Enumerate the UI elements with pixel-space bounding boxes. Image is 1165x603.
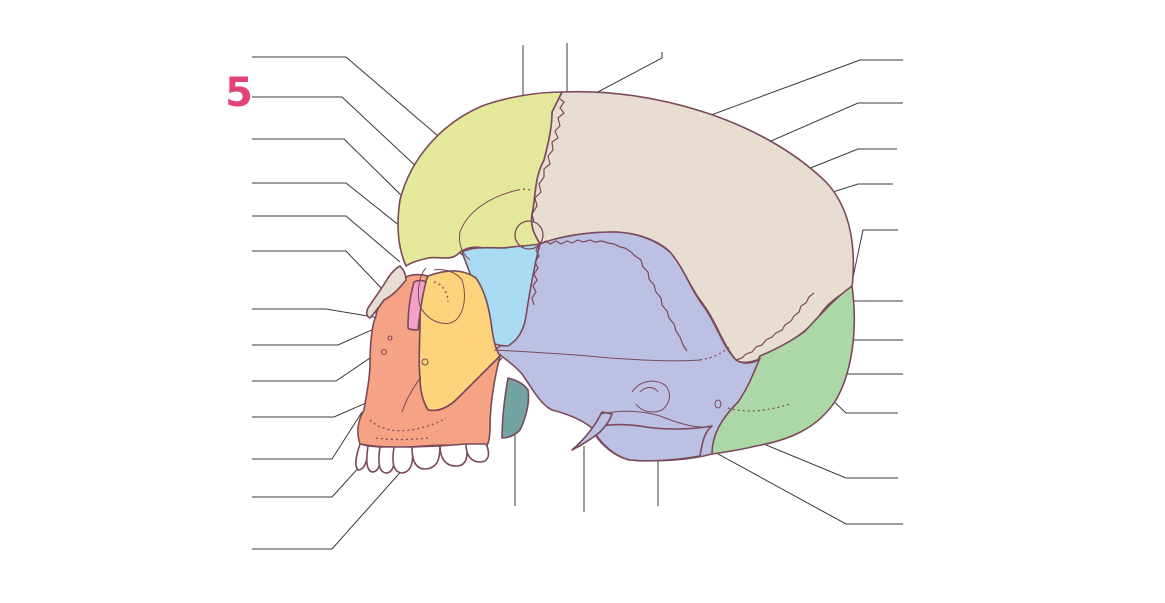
tooth (392, 446, 414, 474)
lambdoid-suture (735, 292, 815, 361)
figure-number-badge: 5 (225, 70, 253, 116)
infraorbital-foramen (381, 349, 387, 355)
external-acoustic-meatus (631, 380, 670, 413)
tooth (465, 443, 490, 463)
occipital-dotted (727, 403, 791, 412)
lacrimal-bone (407, 279, 427, 331)
skull-details (369, 91, 815, 441)
frontal-bone (397, 91, 563, 267)
skull-bones (357, 90, 856, 462)
mastoid-line (599, 410, 713, 428)
leader-line-nasion (252, 215, 401, 263)
leader-line-lambda (851, 229, 898, 283)
maxilla-dots (369, 417, 447, 432)
mastoid-foramen (714, 399, 722, 409)
squamosal-suture (539, 239, 688, 352)
styloid-process (571, 411, 613, 451)
ear-canal-inner (639, 387, 659, 393)
nasal-bone (365, 265, 407, 319)
temporal-dotted-line (699, 345, 731, 361)
maxilla-suture (401, 377, 421, 413)
tooth (439, 443, 468, 467)
pterygoid-plate (501, 377, 530, 439)
temporal-line-dotted (517, 188, 531, 191)
orbit-rim (417, 267, 465, 324)
zygomatic-arch (493, 349, 701, 362)
tooth (411, 445, 441, 470)
teeth (355, 443, 490, 474)
coronal-suture (531, 91, 565, 223)
maxilla-foramen (387, 335, 393, 341)
sphenoparietal-suture (531, 243, 541, 306)
leader-line-frontal (252, 56, 453, 149)
mastoid-region (591, 423, 713, 462)
temporal-line (459, 189, 519, 261)
pterion-circle (514, 220, 544, 250)
zygomatic-foramen (421, 358, 429, 366)
alveolar-dots (375, 437, 429, 441)
leader-line-maxilla (252, 411, 363, 460)
leader-line-nasal (252, 250, 386, 293)
leader-line-parietal (675, 59, 903, 129)
